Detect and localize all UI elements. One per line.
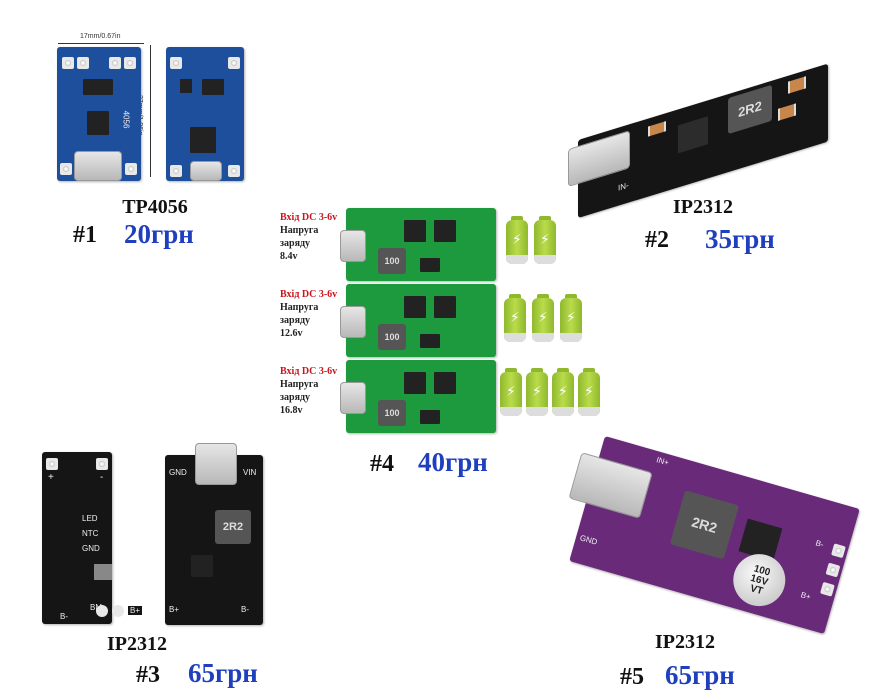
- voltage-value: 12.6v: [280, 328, 303, 339]
- voltage-title: Напруга: [280, 379, 319, 390]
- voltage-title: Напруга: [280, 302, 319, 313]
- variant-1-labels: Вхід DC 3-6v Напруга заряду 8.4v: [280, 211, 337, 263]
- product-1-number: #1: [73, 222, 97, 248]
- battery-icon: ⚡: [560, 294, 582, 342]
- voltage-value: 8.4v: [280, 251, 298, 262]
- usb-c-port: [568, 130, 630, 188]
- product-5-price: 65грн: [665, 660, 735, 690]
- voltage-sub: заряду: [280, 238, 311, 249]
- usb-c-port: [195, 443, 237, 485]
- product-4-number: #4: [370, 451, 394, 477]
- width-dimension-line: [58, 43, 144, 44]
- product-3-price: 65грн: [188, 658, 258, 688]
- product-2-number: #2: [645, 227, 669, 253]
- silk-label: LED: [82, 514, 98, 523]
- silk-label: GND: [169, 468, 187, 477]
- silk-label: 4056: [121, 110, 131, 129]
- ip2312-board-purple: 2R2 100 16V VT IN+ GND B- B+: [568, 435, 860, 635]
- variant-2-labels: Вхід DC 3-6v Напруга заряду 12.6v: [280, 288, 337, 340]
- inductor-label: 2R2: [669, 490, 740, 560]
- battery-icon: ⚡: [532, 294, 554, 342]
- input-label: Вхід DC 3-6v: [280, 366, 338, 377]
- product-4-price: 40грн: [418, 447, 488, 477]
- usb-c-port: [74, 151, 122, 181]
- width-dimension-label: 17mm/0.67in: [80, 33, 121, 40]
- battery-icon: ⚡: [578, 368, 600, 416]
- silk-label: GND: [82, 544, 100, 553]
- variant-3-board: 100: [340, 360, 496, 433]
- height-dimension-line: [150, 45, 151, 177]
- voltage-value: 16.8v: [280, 405, 303, 416]
- variant-2-board: 100: [340, 284, 496, 357]
- product-1-chip-name: TP4056: [122, 196, 188, 218]
- silk-label: NTC: [82, 529, 99, 538]
- variant-1-board: 100: [340, 208, 496, 281]
- inductor-label: 100: [378, 400, 406, 426]
- silk-label: +: [48, 472, 54, 483]
- ip2312-board-front: GND VIN 2R2 B+ B-: [165, 443, 263, 625]
- product-5-chip-name: IP2312: [655, 631, 715, 653]
- product-3-chip-name: IP2312: [107, 633, 167, 655]
- product-2-chip-name: IP2312: [673, 196, 733, 218]
- input-label: Вхід DC 3-6v: [280, 289, 338, 300]
- silk-label: B+: [128, 606, 143, 615]
- voltage-title: Напруга: [280, 225, 319, 236]
- inductor-label: 2R2: [728, 84, 772, 135]
- silk-label: B-: [241, 605, 249, 614]
- silk-label: IN+: [655, 455, 670, 468]
- product-5-number: #5: [620, 664, 644, 690]
- silk-label: VIN: [243, 468, 257, 477]
- input-label: Вхід DC 3-6v: [280, 212, 338, 223]
- silk-label: GND: [578, 533, 599, 547]
- silk-label: -: [100, 472, 104, 483]
- voltage-sub: заряду: [280, 392, 311, 403]
- capacitor: 100 16V VT: [727, 547, 792, 613]
- silk-label: B+: [799, 590, 812, 602]
- ip2312-board-2: 2R2 IN-: [568, 63, 828, 219]
- silk-label: IN-: [618, 180, 629, 193]
- voltage-sub: заряду: [280, 315, 311, 326]
- silk-label: B-: [60, 612, 68, 621]
- tp4056-board-microusb: [166, 47, 244, 181]
- inductor-label: 100: [378, 248, 406, 274]
- inductor-label: 100: [378, 324, 406, 350]
- battery-icon: ⚡: [534, 216, 556, 264]
- usb-c-port: [568, 452, 653, 519]
- battery-icon: ⚡: [552, 368, 574, 416]
- product-1-price: 20грн: [124, 219, 194, 249]
- silk-label: B-: [814, 538, 825, 550]
- battery-icon: ⚡: [506, 216, 528, 264]
- product-2-price: 35грн: [705, 224, 775, 254]
- variant-3-labels: Вхід DC 3-6v Напруга заряду 16.8v: [280, 365, 337, 417]
- inductor-label: 2R2: [215, 510, 251, 544]
- product-3-number: #3: [136, 662, 160, 688]
- micro-usb-port: [190, 161, 222, 181]
- ip2312-board-back: + - LED NTC GND B- BM: [42, 452, 112, 624]
- silk-label: B+: [169, 605, 180, 614]
- battery-icon: ⚡: [504, 294, 526, 342]
- battery-icon: ⚡: [500, 368, 522, 416]
- tp4056-board-typec: 4056: [57, 47, 141, 181]
- battery-icon: ⚡: [526, 368, 548, 416]
